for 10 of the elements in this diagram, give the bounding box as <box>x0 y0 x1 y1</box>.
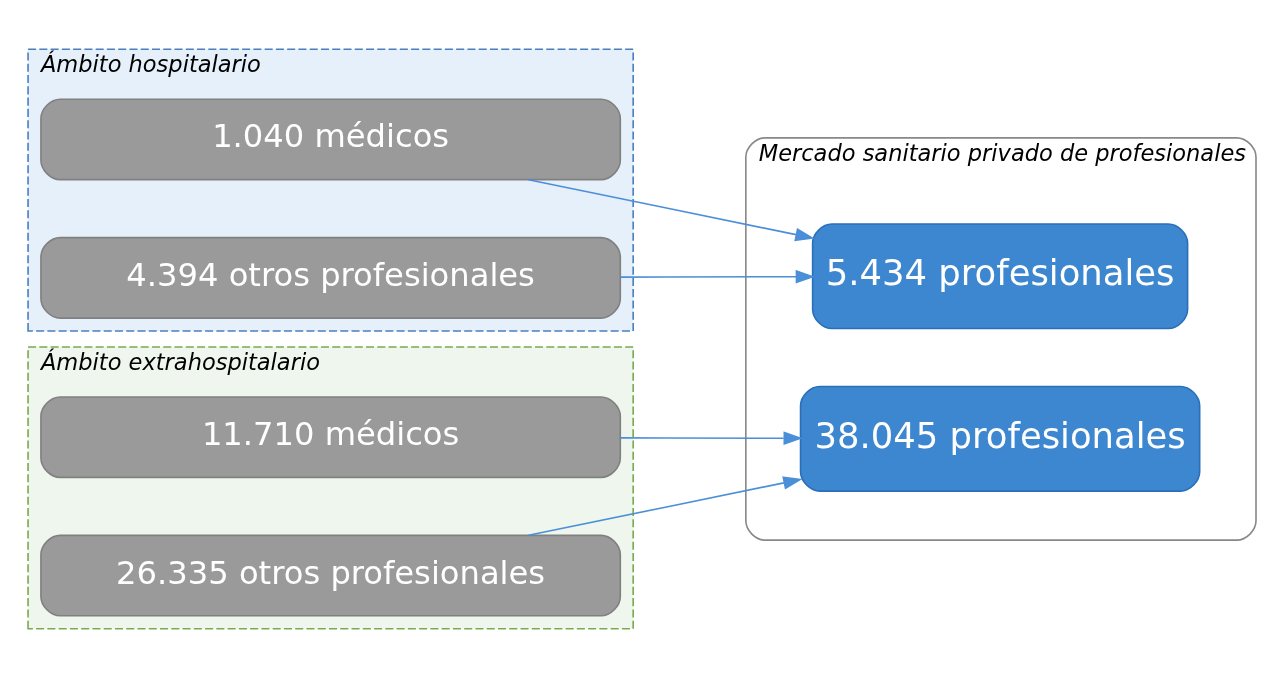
node-box: 38.045 profesionales <box>799 385 1201 492</box>
arrow <box>527 178 815 241</box>
node-box: 4.394 otros profesionales <box>40 236 622 319</box>
arrow <box>527 475 803 536</box>
node-box: 5.434 profesionales <box>811 222 1189 329</box>
node-box: 26.335 otros profesionales <box>40 534 622 617</box>
arrow <box>619 431 803 445</box>
node-box: 1.040 médicos <box>40 97 622 180</box>
arrow <box>619 269 815 283</box>
node-box: 11.710 médicos <box>40 395 622 478</box>
